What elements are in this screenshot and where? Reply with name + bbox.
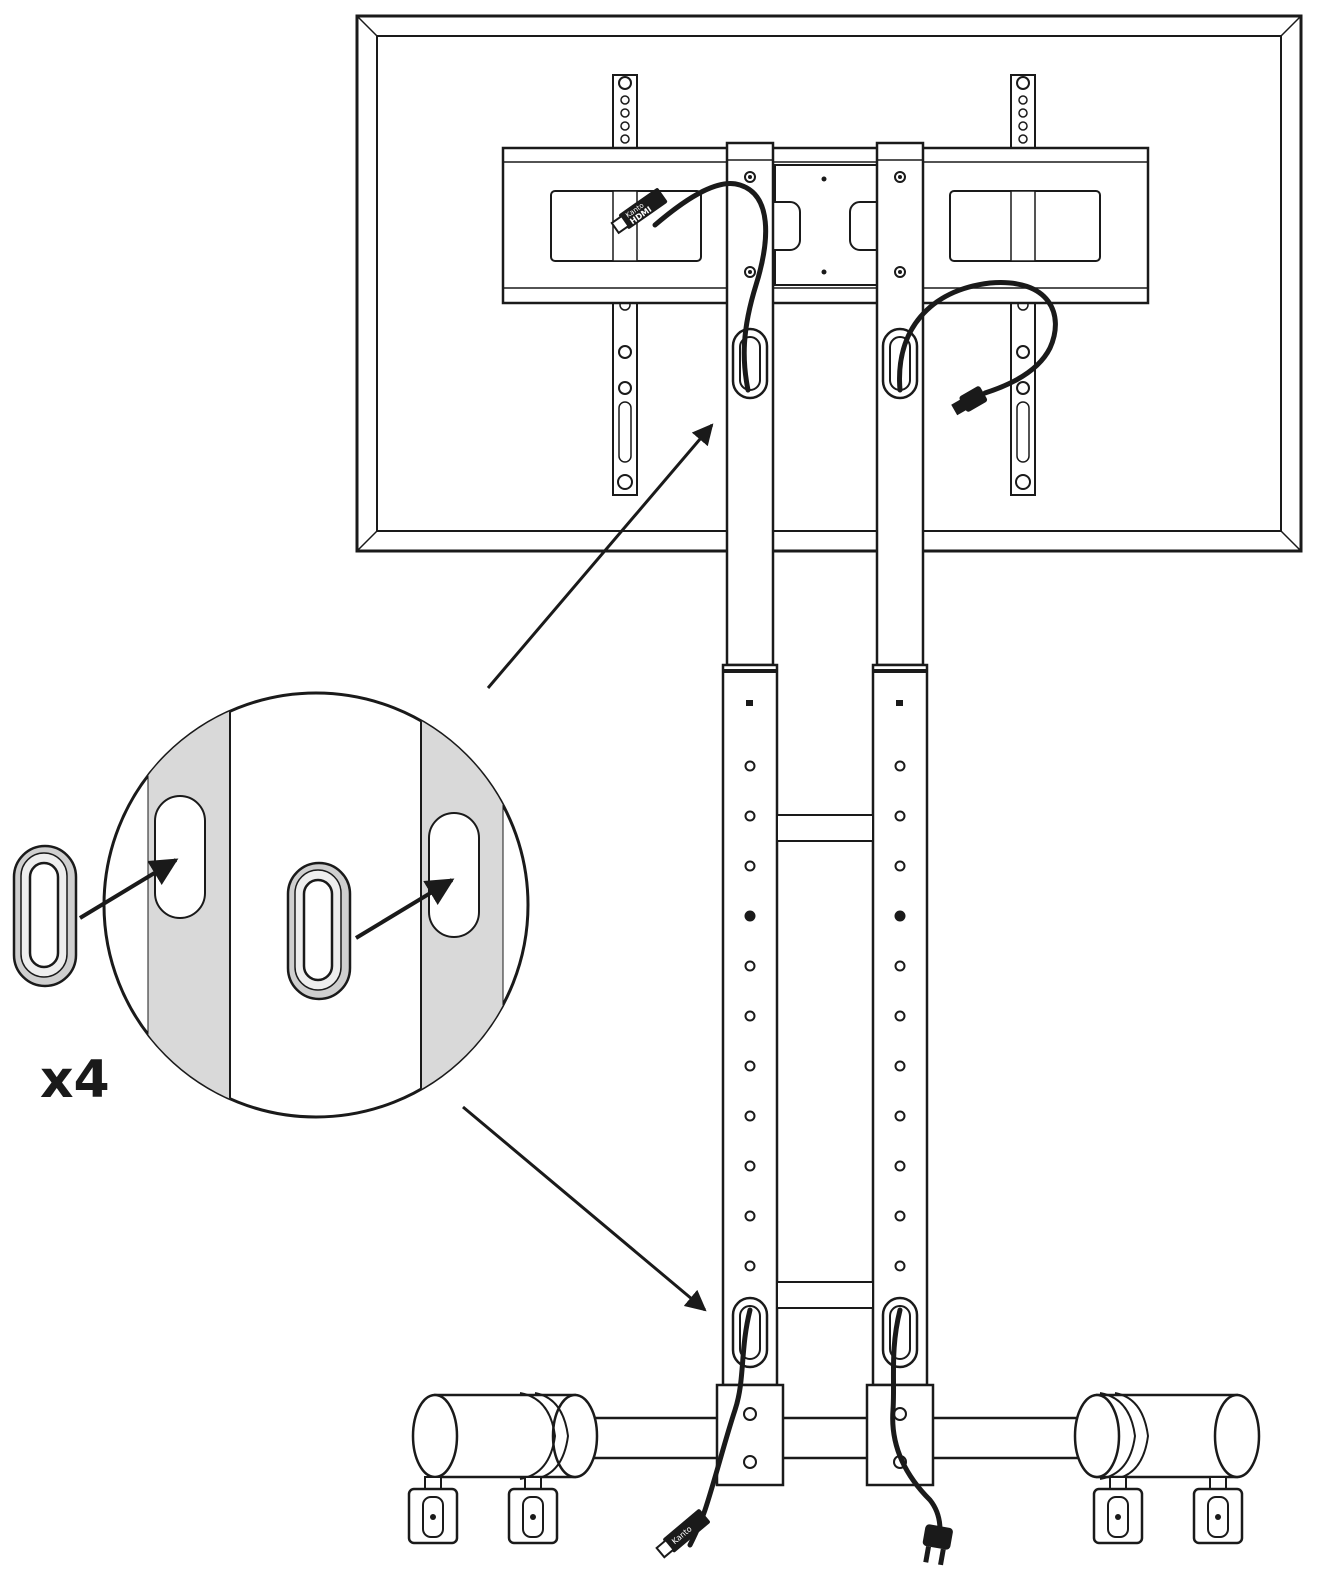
cross-brace-lower	[776, 1281, 874, 1309]
vesa-bracket-left	[612, 74, 638, 496]
grommet-part	[12, 844, 78, 988]
arrow-to-upper-grommet	[486, 423, 714, 689]
adjustment-hole	[894, 1160, 906, 1172]
adjustment-hole	[894, 860, 906, 872]
pole-adjustment-holes	[744, 760, 906, 1272]
adjustment-hole	[744, 1010, 756, 1022]
caster-wheel	[407, 1476, 459, 1545]
base-foot-right	[1073, 1392, 1261, 1480]
base-frame	[563, 1383, 1097, 1487]
power-cable	[897, 280, 1058, 416]
adjustment-hole	[894, 760, 906, 772]
adjustment-hole	[744, 960, 756, 972]
quantity-label: x4	[40, 1050, 110, 1110]
adjustment-hole	[894, 810, 906, 822]
caster-wheel	[1192, 1476, 1244, 1545]
lower-pole-right	[871, 663, 929, 1387]
adjustment-hole	[894, 1210, 906, 1222]
grommet-detail-inner	[286, 861, 352, 1001]
adjustment-hole	[744, 760, 756, 772]
grommet-lower-right	[881, 1296, 919, 1369]
adjustment-hole	[744, 1160, 756, 1172]
cross-brace-upper	[776, 814, 874, 842]
adjustment-hole	[744, 860, 756, 872]
adjustment-hole	[894, 1260, 906, 1272]
adjustment-hole	[894, 1060, 906, 1072]
detail-callout	[102, 691, 530, 1119]
adjustment-hole	[744, 1110, 756, 1122]
caster-wheel	[507, 1476, 559, 1545]
adjustment-hole	[744, 1260, 756, 1272]
adjustment-hole	[894, 960, 906, 972]
adjustment-hole	[744, 1060, 756, 1072]
adjustment-hole	[894, 910, 906, 922]
adjustment-hole	[894, 1110, 906, 1122]
adjustment-hole	[894, 1010, 906, 1022]
arrow-grommet-insert	[78, 858, 179, 920]
caster-wheel	[1092, 1476, 1144, 1545]
arrow-to-lower-grommet	[462, 1105, 707, 1312]
adjustment-hole	[744, 1210, 756, 1222]
adjustment-hole	[744, 910, 756, 922]
base-foot-left	[411, 1392, 599, 1480]
mounting-plate	[501, 146, 1150, 305]
adjustment-hole	[744, 810, 756, 822]
upper-pole-right	[875, 141, 925, 667]
hdmi-cable: Kanto HDMI	[610, 180, 769, 393]
power-cable-lower	[890, 1307, 953, 1566]
hdmi-cable-lower: Kanto	[655, 1307, 753, 1559]
casters	[407, 1476, 1244, 1545]
lower-pole-left	[721, 663, 779, 1387]
